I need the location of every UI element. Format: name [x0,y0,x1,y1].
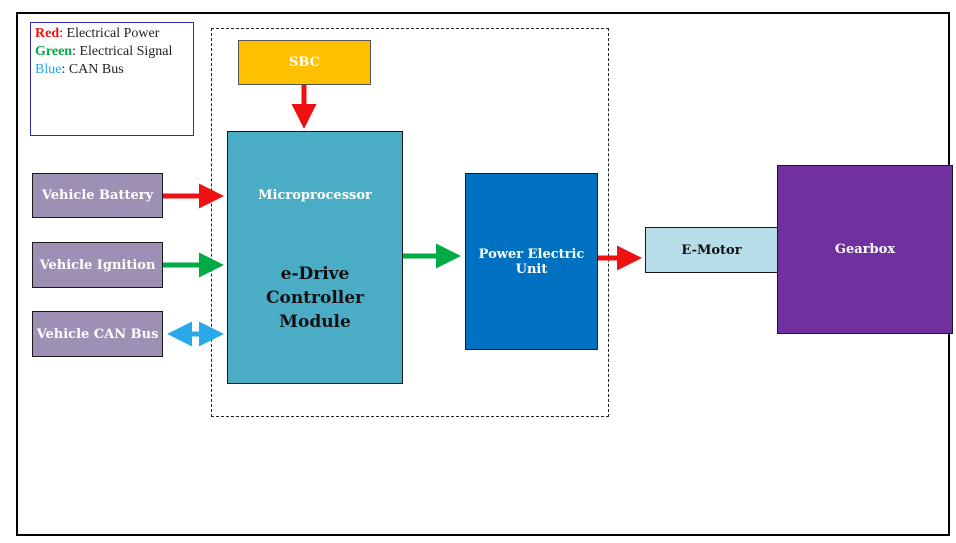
legend-blue-text: : CAN Bus [61,62,124,77]
peu-label-line-2: Unit [515,261,548,277]
gearbox-block: Gearbox [777,165,953,334]
ecu-name-line-2: Controller [265,288,365,308]
legend-red-key: Red [35,26,60,41]
controller-boundary [211,28,609,417]
peu-label-line-1: Power Electric [478,246,585,262]
legend-red-text: : Electrical Power [59,26,160,41]
vehicle-ignition-block: Vehicle Ignition [32,242,163,288]
legend-green: Green: Electrical Signal [35,43,189,61]
power-electric-unit-block: Power Electric Unit [465,173,598,350]
legend: Red: Electrical Power Green: Electrical … [30,22,194,136]
vehicle-battery-label: Vehicle Battery [41,188,154,203]
legend-green-key: Green [35,44,73,59]
e-motor-label: E-Motor [681,242,742,258]
vehicle-ignition-label: Vehicle Ignition [39,257,156,273]
vehicle-can-bus-label: Vehicle CAN Bus [36,326,159,342]
vehicle-battery-block: Vehicle Battery [32,173,163,218]
gearbox-label: Gearbox [834,242,896,257]
legend-blue-key: Blue [35,62,62,77]
legend-blue: Blue: CAN Bus [35,61,189,79]
ecu-name: e-Drive Controller Module [228,262,402,334]
legend-green-text: : Electrical Signal [72,44,173,59]
e-drive-controller-module: Microprocessor e-Drive Controller Module [227,131,403,384]
legend-red: Red: Electrical Power [35,25,189,43]
sbc-block: SBC [238,40,371,85]
microprocessor-label: Microprocessor [258,188,372,203]
ecu-name-line-1: e-Drive [280,264,350,284]
ecu-name-line-3: Module [279,312,351,332]
sbc-label: SBC [289,55,320,70]
vehicle-can-bus-block: Vehicle CAN Bus [32,311,163,357]
